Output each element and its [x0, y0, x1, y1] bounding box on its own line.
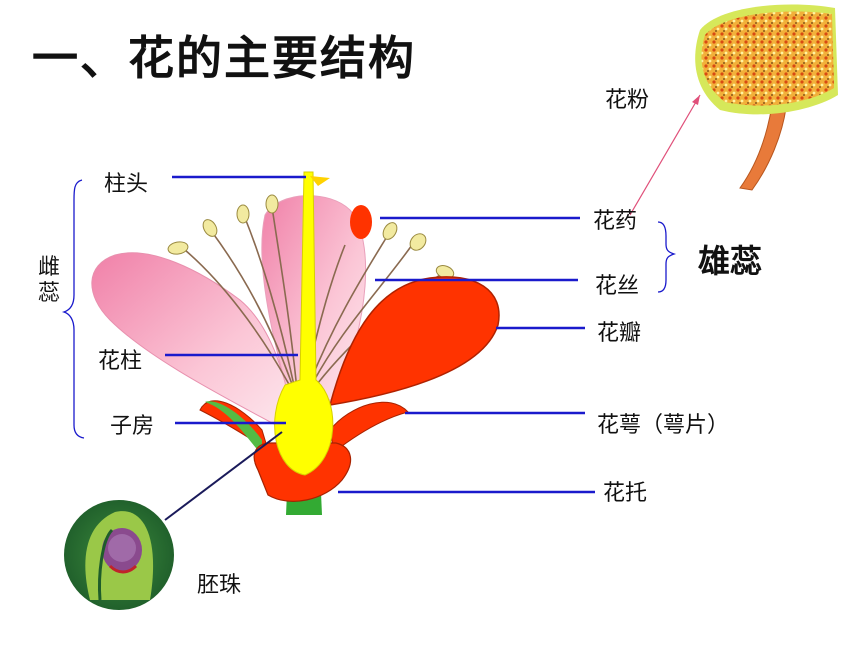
label-stamen: 雄蕊 [698, 242, 763, 280]
page-title: 一、花的主要结构 [32, 31, 416, 85]
red-petal [328, 276, 500, 406]
label-petal: 花瓣 [597, 321, 642, 346]
label-pistil: 雌蕊 [38, 255, 61, 306]
label-filament: 花丝 [595, 274, 640, 299]
label-receptacle: 花托 [603, 481, 648, 506]
ovule-inset [64, 500, 174, 610]
anther-highlight [350, 205, 372, 239]
label-ovule: 胚珠 [197, 573, 242, 598]
pink-petal-left [91, 252, 293, 431]
label-style: 花柱 [98, 349, 143, 374]
pollen-illustration [695, 4, 838, 191]
label-ovary: 子房 [110, 414, 155, 439]
leader-lines [164, 175, 595, 521]
stamen-bracket [657, 221, 677, 293]
pollen-arrow-head [692, 95, 700, 105]
label-pollen: 花粉 [605, 88, 650, 113]
label-sepal: 花萼（萼片） [597, 413, 730, 438]
stigma-tip [310, 176, 330, 186]
pollen-arrow [629, 94, 701, 216]
anthers [167, 194, 455, 279]
pistil-bracket [61, 179, 85, 439]
label-anther: 花药 [593, 209, 638, 234]
sepal-green-left [205, 401, 262, 455]
label-stigma: 柱头 [104, 172, 149, 197]
pistil [274, 171, 334, 476]
